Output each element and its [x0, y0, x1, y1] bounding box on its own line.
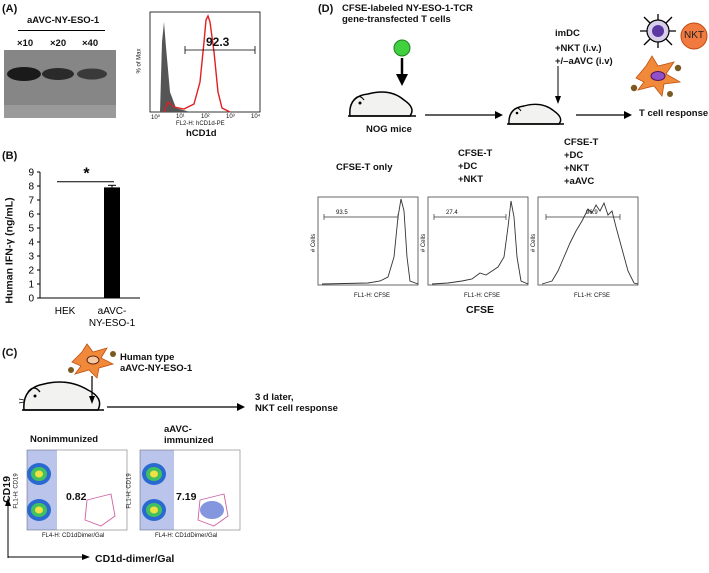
tcell-response-label: T cell response: [639, 108, 709, 119]
d-hist3-title-1: CFSE-T: [564, 137, 599, 148]
arrow-text-c-1: 3 d later,: [255, 392, 294, 403]
tcell-icon: [393, 39, 411, 57]
blot-title: aAVC-NY-ESO-1: [27, 15, 100, 26]
blot-lane-2: ×20: [50, 38, 67, 49]
cfse-histogram-3: [537, 196, 639, 286]
cfse-xlabel: CFSE: [466, 304, 495, 316]
hcd1d-tick-0: 10⁰: [151, 115, 161, 121]
hcd1d-histogram: [149, 11, 261, 113]
y-tick-label: 8: [28, 182, 34, 193]
panel-c-label: (C): [2, 347, 18, 359]
mouse-illustration-c: [18, 381, 104, 411]
aavc-cell-icon-c: [68, 343, 116, 379]
d-hist3-title-2: +DC: [564, 150, 584, 161]
imdc-text-3: +/–aAVC (i.v): [555, 56, 613, 67]
mouse-text-c-1: Human type: [120, 352, 175, 363]
y-tick-label: 1: [28, 280, 34, 291]
panel-d-label: (D): [318, 3, 334, 15]
mouse-text-c-2: aAVC-NY-ESO-1: [120, 363, 193, 374]
injection-arrow-d: [396, 58, 408, 86]
cfse-histogram-2: [427, 196, 529, 286]
blot-lane-3: ×40: [82, 38, 99, 49]
d-hist2-title-2: +DC: [458, 161, 478, 172]
y-tick-label: 6: [28, 210, 34, 221]
d-hist3-title-4: +aAVC: [564, 176, 595, 187]
western-blot-image: [4, 50, 116, 118]
hcd1d-xlabel: hCD1d: [186, 128, 217, 139]
injection-arrow-c: [89, 376, 95, 404]
flow-xlabel: CD1d-dimer/Gal: [95, 553, 175, 565]
cfse-ylabel-2: # Cells: [421, 233, 428, 253]
y-tick-label: 0: [28, 294, 34, 305]
y-tick-label: 9: [28, 168, 34, 179]
hcd1d-tick-3: 10³: [226, 114, 235, 120]
d-top-text-2: gene-transfected T cells: [342, 14, 451, 25]
y-tick-label: 3: [28, 252, 34, 263]
nonimmunized-value: 0.82: [66, 491, 87, 503]
flow-axis-arrows: [5, 498, 90, 560]
cfse-value-1: 93.5: [336, 210, 348, 216]
arrow-c: [107, 403, 245, 411]
aavc-cell-icon-d: [630, 55, 682, 97]
cfse-axis-small-3: FL1-H: CFSE: [574, 293, 611, 299]
panel-a-label: (A): [2, 3, 18, 15]
arrow-d1: [425, 111, 503, 119]
immunized-title-2: immunized: [164, 435, 214, 446]
nkt-badge-text: NKT: [684, 30, 704, 41]
mouse-illustration-d1: [348, 91, 416, 117]
hcd1d-axis-small: FL2-H: hCD1d-PE: [176, 121, 225, 127]
injection-arrow-d2: [555, 66, 561, 104]
y-tick-label: 7: [28, 196, 34, 207]
blot-title-underline: [18, 30, 105, 31]
cfse-axis-small-1: FL1-H: CFSE: [354, 293, 391, 299]
nkt-badge-circle: [680, 22, 708, 50]
significance-star: *: [83, 165, 90, 182]
d-hist1-title: CFSE-T only: [336, 162, 393, 173]
y-tick-label: 2: [28, 266, 34, 277]
flow-plot-immunized: [139, 449, 241, 531]
hcd1d-tick-4: 10⁴: [251, 114, 261, 120]
hcd1d-tick-1: 10¹: [176, 114, 185, 120]
flow-small-xlabel-left: FL4-H: CD1dDimer/Gal: [42, 533, 105, 539]
blot-lane-1: ×10: [17, 38, 34, 49]
y-tick-label: 4: [28, 238, 34, 249]
cfse-value-3: 96.9: [586, 210, 598, 216]
bar: [104, 187, 120, 298]
y-tick-label: 5: [28, 224, 34, 235]
immunized-title-1: aAVC-: [164, 424, 192, 435]
flow-plot-nonimmunized: [26, 449, 128, 531]
flow-small-xlabel-right: FL4-H: CD1dDimer/Gal: [155, 533, 218, 539]
x-tick-label: NY-ESO-1: [89, 318, 136, 329]
d-hist2-title-3: +NKT: [458, 174, 484, 185]
nog-mice-label: NOG mice: [366, 124, 412, 135]
x-tick-label: aAVC-: [98, 306, 127, 317]
cfse-axis-small-2: FL1-H: CFSE: [464, 293, 501, 299]
arrow-d2: [576, 111, 632, 119]
imdc-text-2: +NKT (i.v.): [555, 43, 602, 54]
d-top-text-1: CFSE-labeled NY-ESO-1-TCR: [342, 3, 473, 14]
immunized-value: 7.19: [176, 491, 197, 503]
cfse-ylabel-1: # Cells: [311, 233, 318, 253]
panel-b-label: (B): [2, 150, 18, 162]
arrow-text-c-2: NKT cell response: [255, 403, 338, 414]
x-tick-label: HEK: [55, 306, 76, 317]
d-hist3-title-3: +NKT: [564, 163, 590, 174]
flow-small-ylabel-right: FL1-H: CD19: [126, 473, 133, 509]
cfse-value-2: 27.4: [446, 210, 458, 216]
nonimmunized-title: Nonimmunized: [30, 434, 99, 445]
mouse-illustration-d2: [507, 103, 564, 125]
hcd1d-value: 92.3: [206, 35, 230, 49]
hcd1d-tick-2: 10²: [201, 114, 210, 120]
cfse-histogram-1: [317, 196, 419, 286]
imdc-text-1: imDC: [555, 28, 580, 39]
d-hist2-title-1: CFSE-T: [458, 148, 493, 159]
cfse-ylabel-3: # Cells: [531, 233, 538, 253]
hcd1d-ylabel: % of Max: [136, 48, 143, 74]
dendritic-cell-icon: [640, 14, 676, 48]
